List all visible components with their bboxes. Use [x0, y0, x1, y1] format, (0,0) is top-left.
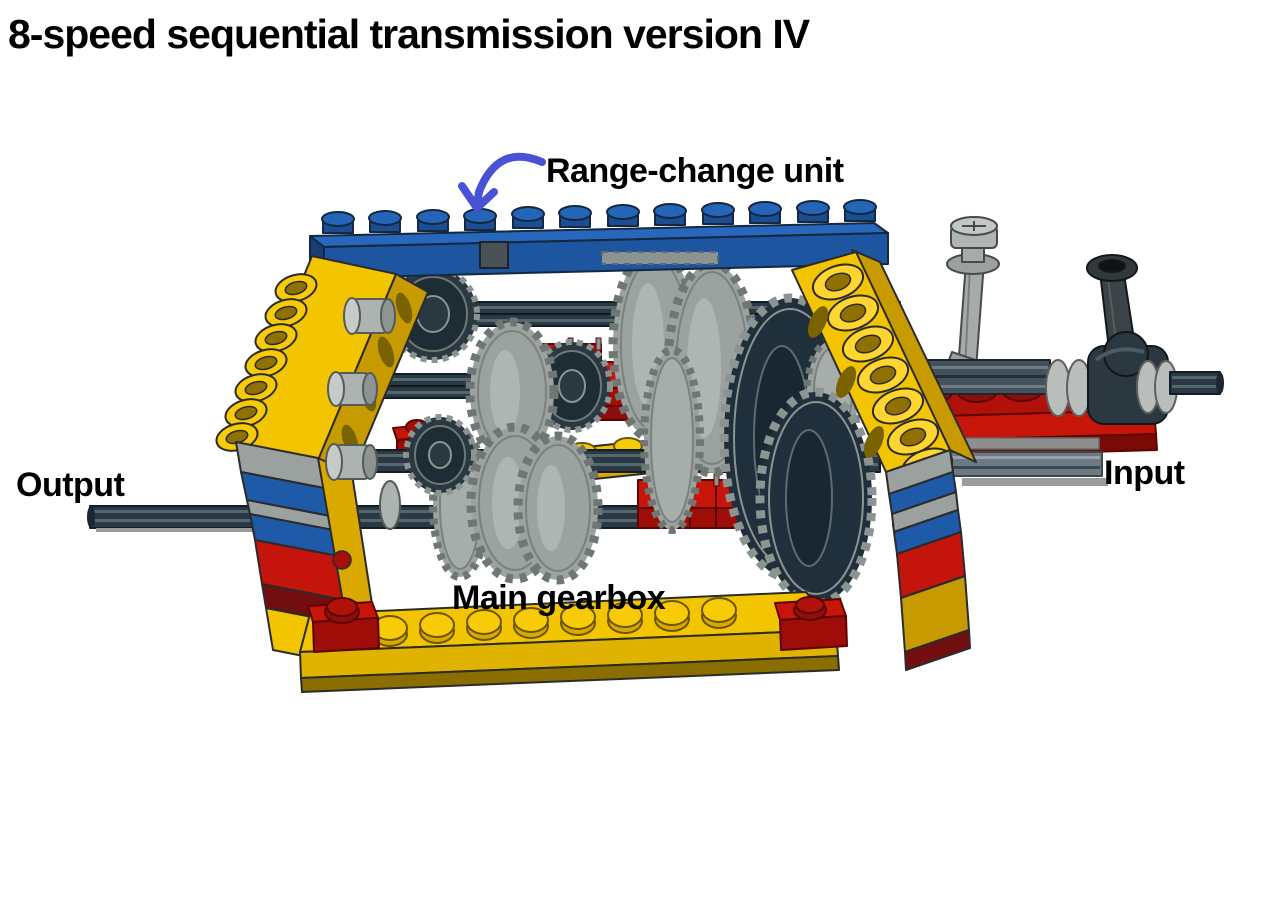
top-blue-beam [309, 199, 889, 279]
lego-model [87, 199, 1224, 693]
gears [386, 245, 877, 609]
top-beam-studs [321, 199, 877, 234]
bottom-red-corner-right [774, 596, 848, 651]
beam-bracket [479, 241, 509, 269]
range-change-callout: Range-change unit [458, 152, 844, 215]
right-frame [791, 249, 977, 671]
bottom-plate [299, 591, 848, 693]
range-change-arrow [458, 152, 546, 215]
gear-teeth-strip [601, 251, 719, 265]
input-assembly [897, 216, 1224, 486]
label-input: Input [1104, 454, 1185, 492]
left-frame-studs [215, 273, 318, 452]
gear-24t-middle [465, 317, 559, 467]
bottom-plate-base [300, 655, 840, 693]
left-axle-bushings [325, 297, 401, 530]
right-frame-layers [885, 449, 971, 671]
figure-title: 8-speed sequential transmission version … [8, 11, 811, 57]
label-range-change-unit: Range-change unit [546, 152, 844, 190]
gear-40t-dark-front [755, 387, 877, 609]
bottom-red-corner-left [307, 597, 380, 653]
gear-24t-lower-b [513, 431, 603, 585]
input-bushings-left [1045, 359, 1092, 417]
gear-bevel-lower [403, 414, 477, 496]
right-frame-studs [811, 263, 954, 485]
input-bushings-right [1136, 360, 1178, 414]
input-shaft [1169, 371, 1224, 395]
label-output: Output [16, 466, 125, 504]
label-main-gearbox: Main gearbox [452, 579, 666, 617]
gear-16t-center-front [640, 346, 704, 534]
bottom-plate-studs [372, 597, 737, 647]
